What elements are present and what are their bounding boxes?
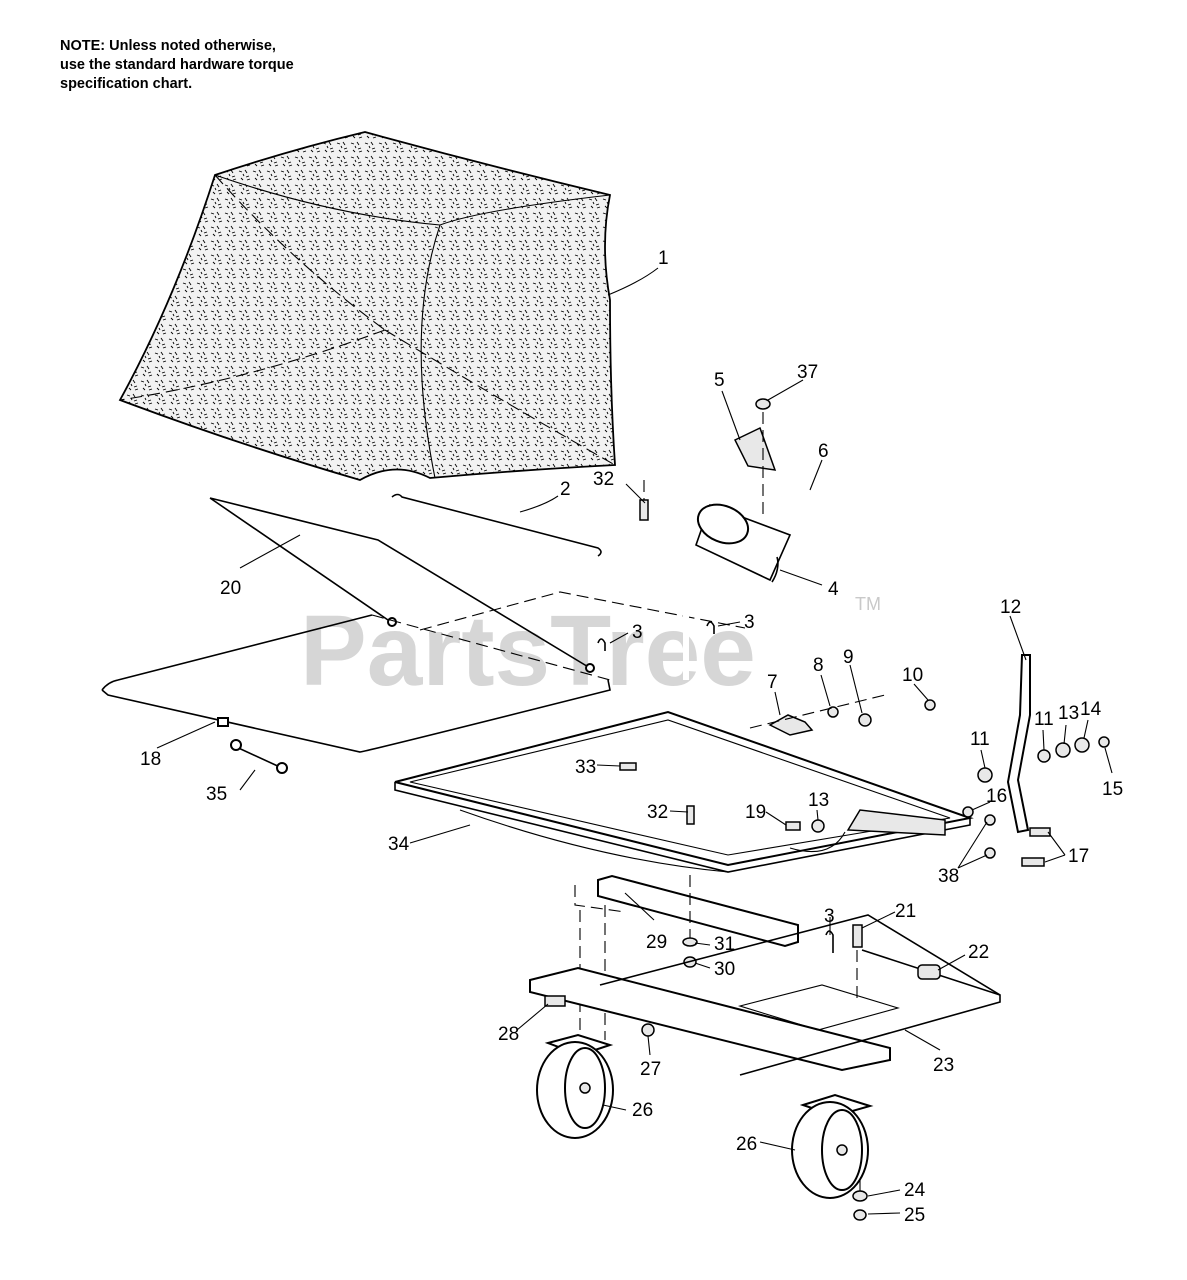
watermark-tm: TM — [855, 594, 881, 614]
callout-38: 38 — [938, 866, 959, 887]
nut-37 — [755, 398, 771, 410]
callout-3-b: 3 — [744, 612, 755, 633]
bolt-21 — [852, 924, 863, 948]
bracket-5 — [733, 426, 777, 471]
washer-13b — [811, 819, 825, 833]
callout-25: 25 — [904, 1205, 925, 1226]
callout-16: 16 — [986, 786, 1007, 807]
bar-29 — [597, 874, 799, 948]
caster-wheel-26b — [791, 1093, 874, 1199]
callout-26-a: 26 — [632, 1100, 653, 1121]
callout-17: 17 — [1068, 846, 1089, 867]
callout-3-c: 3 — [824, 906, 835, 927]
callout-20: 20 — [220, 578, 241, 599]
pin-3a — [597, 638, 606, 651]
nut-16 — [962, 806, 974, 818]
callout-28: 28 — [498, 1024, 519, 1045]
washer-24 — [852, 1190, 868, 1202]
washers-38 — [984, 814, 996, 859]
bracket-7 — [768, 714, 814, 736]
callout-11-a: 11 — [970, 729, 990, 750]
callout-27: 27 — [640, 1059, 661, 1080]
callout-7: 7 — [767, 672, 778, 693]
callout-19: 19 — [745, 802, 766, 823]
callout-2: 2 — [560, 479, 571, 500]
callout-13-a: 13 — [1058, 703, 1079, 724]
callout-4: 4 — [828, 579, 839, 600]
callout-5: 5 — [714, 370, 725, 391]
callout-1: 1 — [658, 248, 669, 269]
chassis-23 — [529, 914, 1001, 1076]
bolt-28 — [544, 995, 566, 1007]
callout-23: 23 — [933, 1055, 954, 1076]
callout-14: 14 — [1080, 699, 1102, 720]
callout-12: 12 — [1000, 597, 1021, 618]
pin-3b — [706, 621, 715, 634]
latch-35 — [230, 739, 288, 774]
callout-37: 37 — [797, 362, 818, 383]
callout-32-b: 32 — [647, 802, 668, 823]
bolt-32b — [686, 805, 695, 825]
callout-29: 29 — [646, 932, 667, 953]
callout-10: 10 — [902, 665, 923, 686]
leader-lines — [156, 267, 1113, 1215]
callout-6: 6 — [818, 441, 829, 462]
callout-24: 24 — [904, 1180, 926, 1201]
callout-18: 18 — [140, 749, 161, 770]
bolt-33 — [619, 762, 637, 771]
watermark-text: PartsTree — [300, 595, 756, 707]
note-line-2: use the standard hardware torque — [60, 57, 294, 73]
callout-31: 31 — [714, 934, 735, 955]
frame-18 — [101, 614, 611, 753]
bracket-plate — [846, 809, 946, 836]
nut-25 — [853, 1209, 867, 1221]
bolts-17 — [1021, 827, 1051, 867]
washers-8-9-10 — [827, 699, 936, 727]
caster-wheel-26a — [536, 1033, 614, 1139]
callout-35: 35 — [206, 784, 227, 805]
bolt-19 — [785, 821, 801, 831]
callout-33: 33 — [575, 757, 596, 778]
tube-4 — [695, 503, 792, 583]
torque-note: NOTE: Unless noted otherwise, use the st… — [60, 37, 294, 94]
callout-3-a: 3 — [632, 622, 643, 643]
callout-15: 15 — [1102, 779, 1123, 800]
callout-30: 30 — [714, 959, 735, 980]
washer-31 — [682, 937, 698, 947]
callout-32-a: 32 — [593, 469, 614, 490]
callout-11-b: 11 — [1034, 709, 1054, 730]
nut-27 — [641, 1023, 655, 1037]
grass-bag — [118, 131, 616, 481]
callout-34: 34 — [388, 834, 410, 855]
callout-22: 22 — [968, 942, 989, 963]
callout-8: 8 — [813, 655, 824, 676]
bolt-32a — [639, 499, 649, 521]
lever-12 — [1006, 654, 1031, 834]
frame-20 — [209, 497, 595, 673]
handle-6 — [683, 472, 950, 748]
callout-labels: 1 2 3 3 3 3 4 5 6 7 8 9 10 11 11 12 13 1… — [140, 248, 1123, 1226]
tray-34 — [394, 710, 974, 873]
note-line-3: specification chart. — [60, 76, 193, 92]
pin-22 — [917, 964, 941, 980]
rod-2 — [391, 493, 602, 557]
callout-21: 21 — [895, 901, 916, 922]
washers-11-15 — [977, 736, 1110, 783]
callout-9: 9 — [843, 647, 854, 668]
callout-26-b: 26 — [736, 1134, 757, 1155]
note-line-1: NOTE: Unless noted otherwise, — [60, 38, 276, 54]
callout-13-b: 13 — [808, 790, 829, 811]
